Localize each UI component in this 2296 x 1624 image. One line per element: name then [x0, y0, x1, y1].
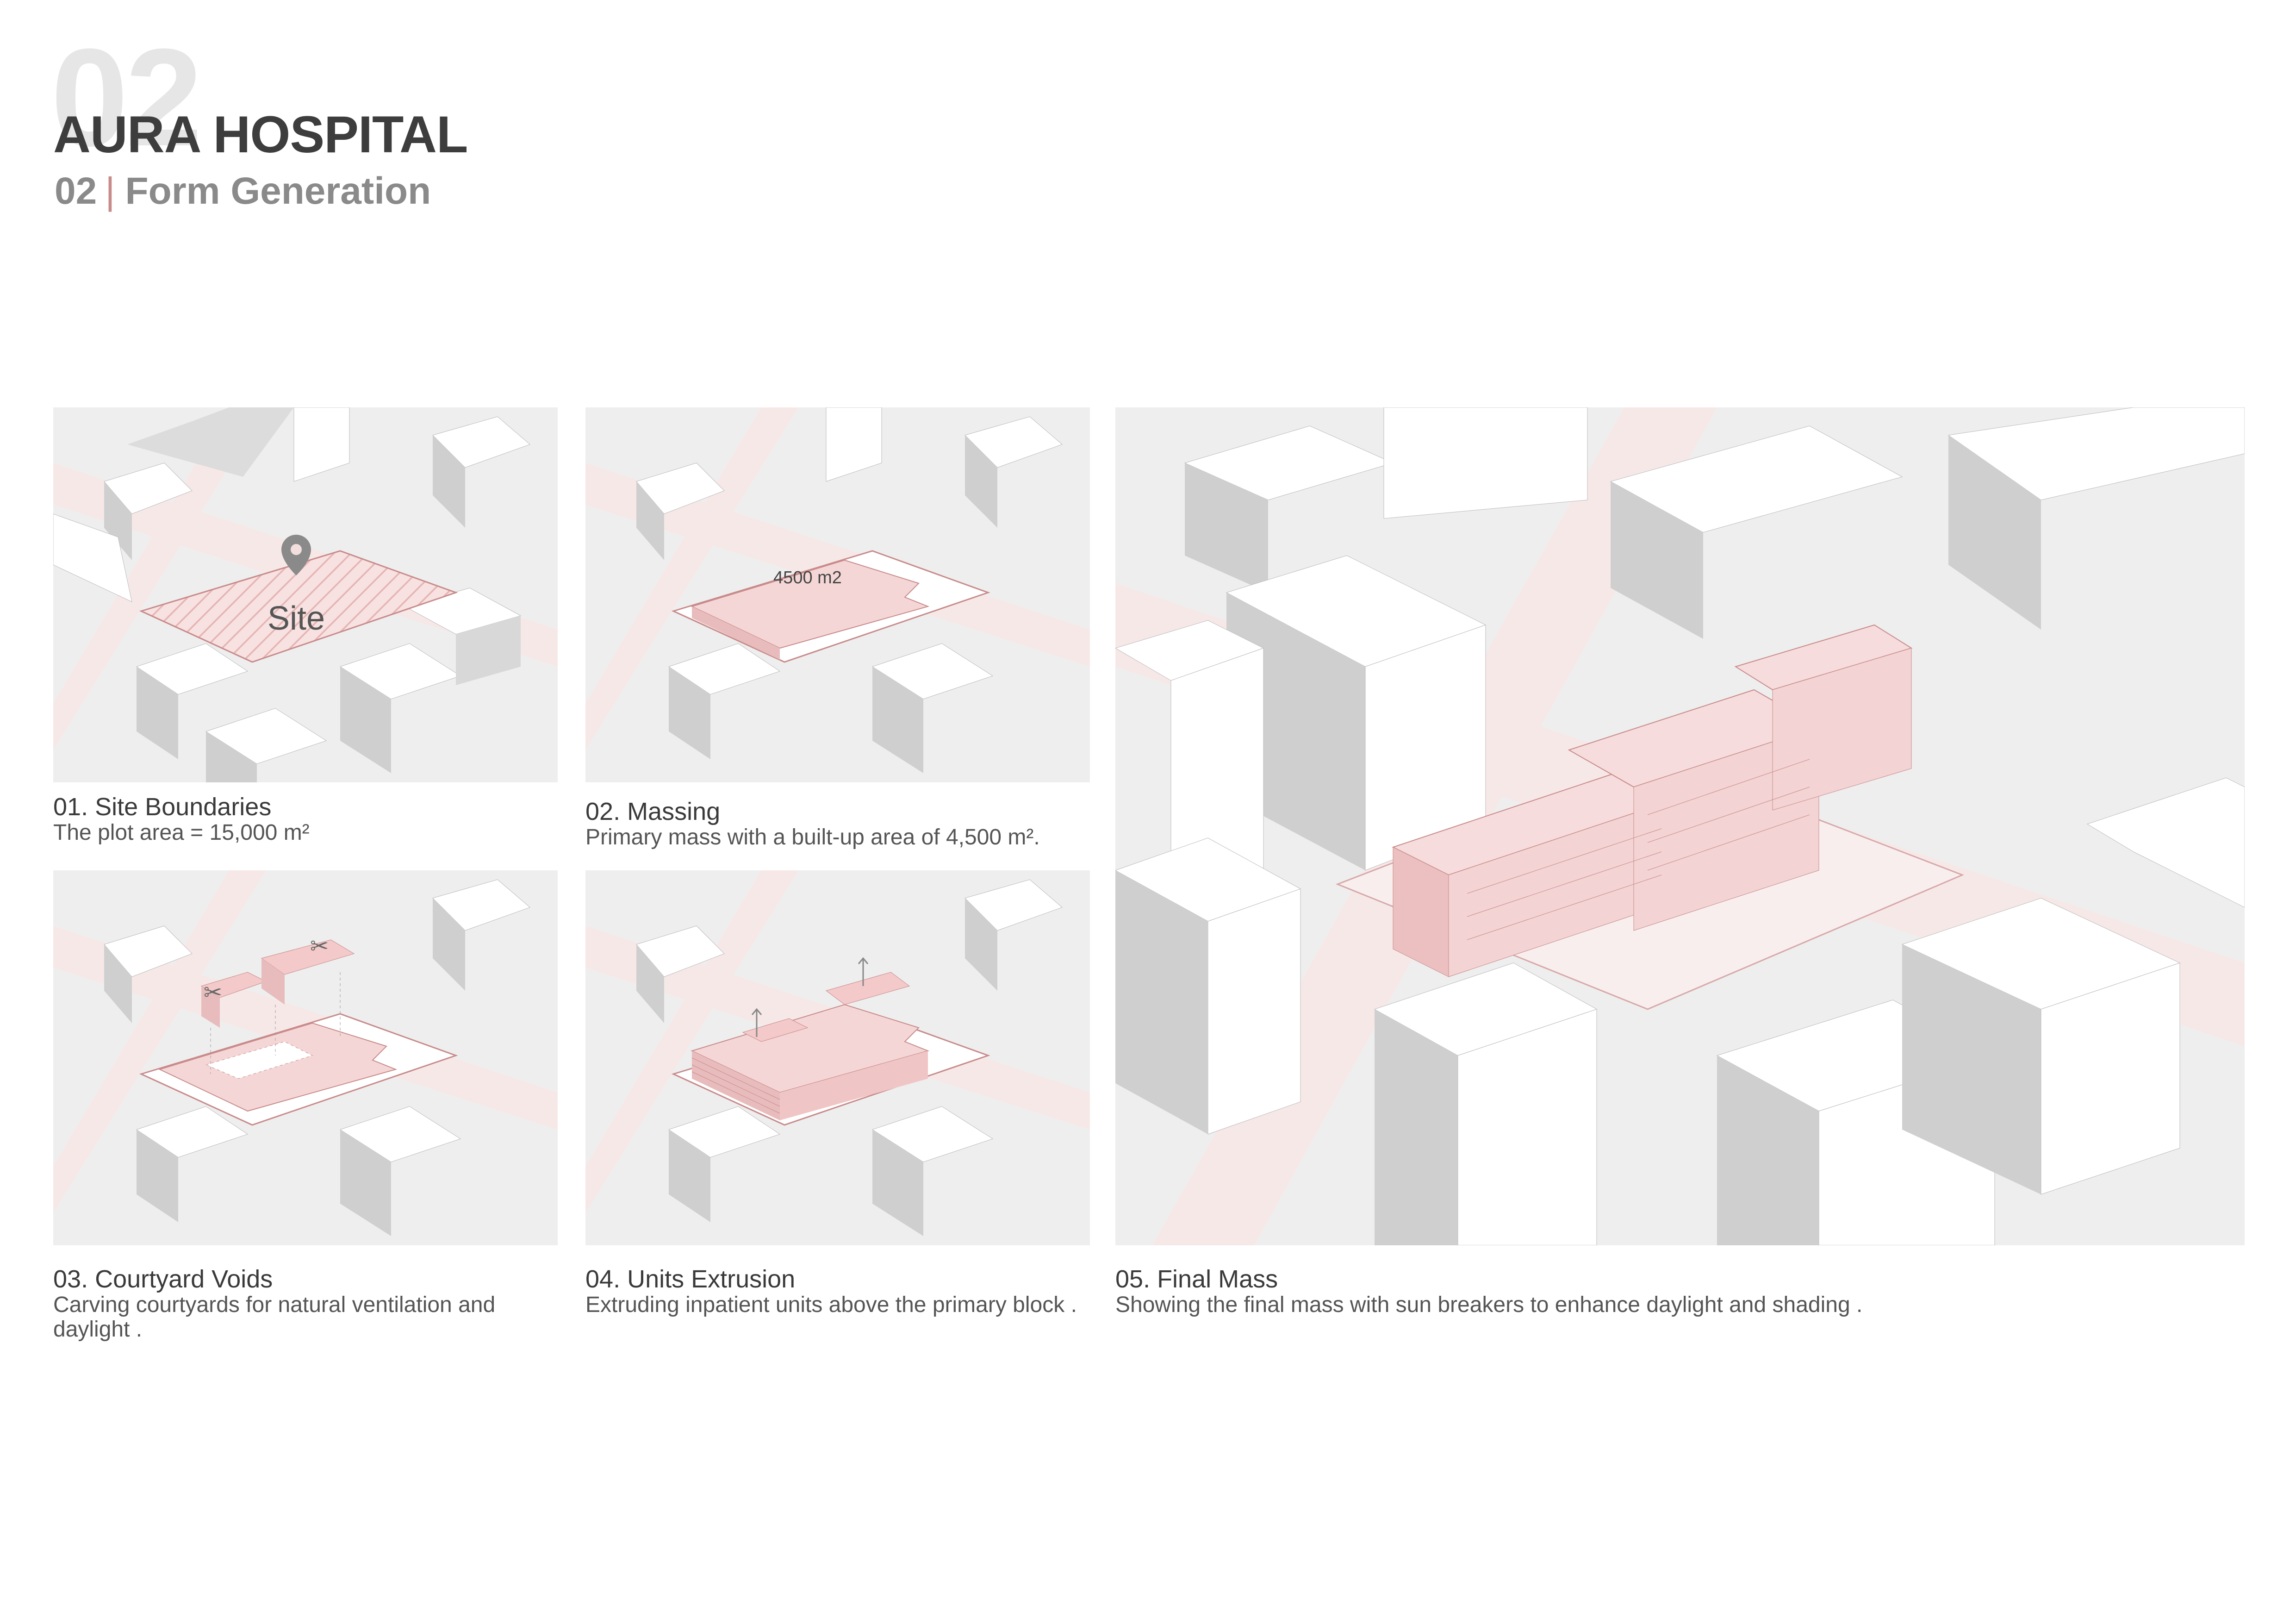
hospital-building	[1392, 624, 1913, 977]
site-label: Site	[268, 600, 325, 637]
diagram-units-extrusion	[585, 870, 1090, 1245]
section-heading: 02|Form Generation	[55, 172, 431, 210]
site-illustration: Site	[53, 407, 558, 782]
caption-title: 01. Site Boundaries	[53, 793, 272, 821]
caption-description: The plot area = 15,000 m²	[53, 820, 310, 845]
caption-description: Showing the final mass with sun breakers…	[1115, 1292, 1863, 1317]
extrusion-illustration	[585, 870, 1090, 1236]
section-number: 02	[55, 170, 97, 212]
section-title: Form Generation	[125, 170, 431, 212]
caption-title: 05. Final Mass	[1115, 1265, 1278, 1293]
caption-title: 04. Units Extrusion	[585, 1265, 796, 1293]
caption-units-extrusion: 04. Units Extrusion Extruding inpatient …	[585, 1266, 1099, 1317]
arrow-up-icon	[751, 957, 869, 1037]
caption-site-boundaries: 01. Site Boundaries The plot area = 15,0…	[53, 794, 562, 845]
caption-title: 03. Courtyard Voids	[53, 1265, 273, 1293]
scissors-icon: ✂	[204, 981, 222, 1005]
area-label: 4500 m2	[773, 568, 842, 587]
caption-description: Extruding inpatient units above the prim…	[585, 1292, 1077, 1317]
courtyard-illustration: ✂ ✂	[53, 870, 558, 1236]
massing-illustration: 4500 m2	[585, 407, 1090, 773]
background-section-number: 02	[51, 19, 203, 175]
final-mass-illustration	[1115, 407, 2245, 1245]
page-title: AURA HOSPITAL	[53, 106, 468, 163]
location-pin-icon	[281, 535, 311, 575]
scissors-icon: ✂	[310, 934, 329, 959]
diagram-courtyard-voids: ✂ ✂	[53, 870, 558, 1245]
caption-courtyard-voids: 03. Courtyard Voids Carving courtyards f…	[53, 1266, 567, 1342]
diagram-site-boundaries: Site	[53, 407, 558, 782]
caption-description: Carving courtyards for natural ventilati…	[53, 1292, 496, 1342]
section-separator: |	[105, 170, 115, 212]
caption-massing: 02. Massing Primary mass with a built-up…	[585, 799, 1122, 849]
diagram-massing: 4500 m2	[585, 407, 1090, 782]
diagram-final-mass	[1115, 407, 2245, 1245]
caption-description: Primary mass with a built-up area of 4,5…	[585, 824, 1040, 849]
caption-final-mass: 05. Final Mass Showing the final mass wi…	[1115, 1266, 2245, 1317]
caption-title: 02. Massing	[585, 798, 721, 825]
